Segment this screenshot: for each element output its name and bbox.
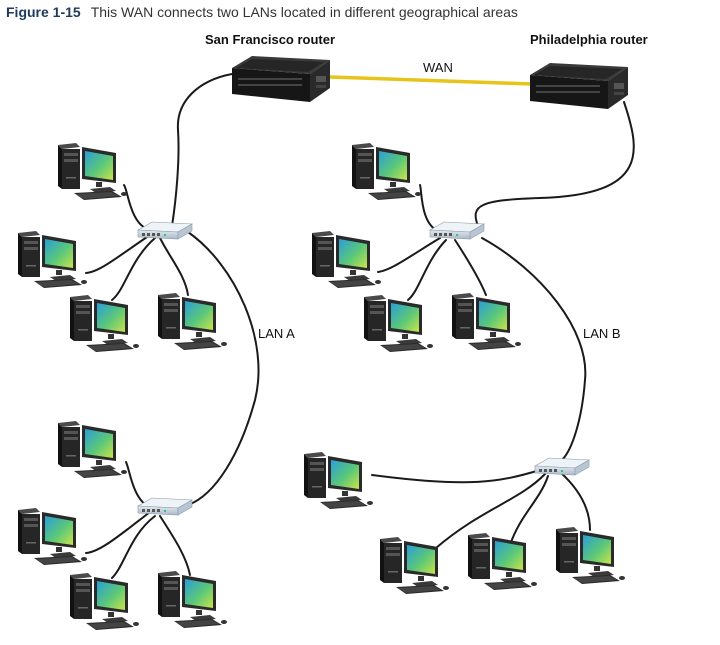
lan-a-workstation-5 xyxy=(58,421,127,478)
lan-a-label: LAN A xyxy=(258,326,295,341)
figure-number: Figure 1-15 xyxy=(6,4,81,20)
san-francisco-router xyxy=(232,56,330,102)
lan-b-workstation-3 xyxy=(364,295,433,352)
philadelphia-router-label: Philadelphia router xyxy=(530,32,648,47)
lan-a-workstation-7 xyxy=(70,573,139,630)
san-francisco-router-label: San Francisco router xyxy=(205,32,335,47)
lan-a-workstation-3 xyxy=(70,295,139,352)
lan-b-workstation-8 xyxy=(556,527,625,584)
cables xyxy=(85,73,635,579)
lan-a-workstation-4 xyxy=(158,293,227,350)
philadelphia-router xyxy=(530,63,628,109)
lan-b-switch-2 xyxy=(534,457,590,476)
wan-label: WAN xyxy=(423,60,453,75)
lan-b-workstation-7 xyxy=(468,533,537,590)
lan-a-workstation-1 xyxy=(58,143,127,200)
wan-link xyxy=(329,75,533,86)
lan-a-switch-1 xyxy=(137,221,193,240)
lan-b-workstation-5 xyxy=(304,452,373,509)
lan-a-switch-2 xyxy=(137,497,193,516)
figure-caption: Figure 1-15 This WAN connects two LANs lo… xyxy=(6,2,518,22)
lan-a-workstation-6 xyxy=(18,508,87,565)
lan-b-switch-1 xyxy=(429,221,485,240)
lan-b-workstation-2 xyxy=(312,231,381,288)
lan-b-workstation-1 xyxy=(352,143,421,200)
figure-caption-text: This WAN connects two LANs located in di… xyxy=(90,4,518,20)
lan-b-workstation-4 xyxy=(452,293,521,350)
lan-b-label: LAN B xyxy=(583,326,621,341)
lan-a-workstation-2 xyxy=(18,231,87,288)
lan-a-workstation-8 xyxy=(158,571,227,628)
